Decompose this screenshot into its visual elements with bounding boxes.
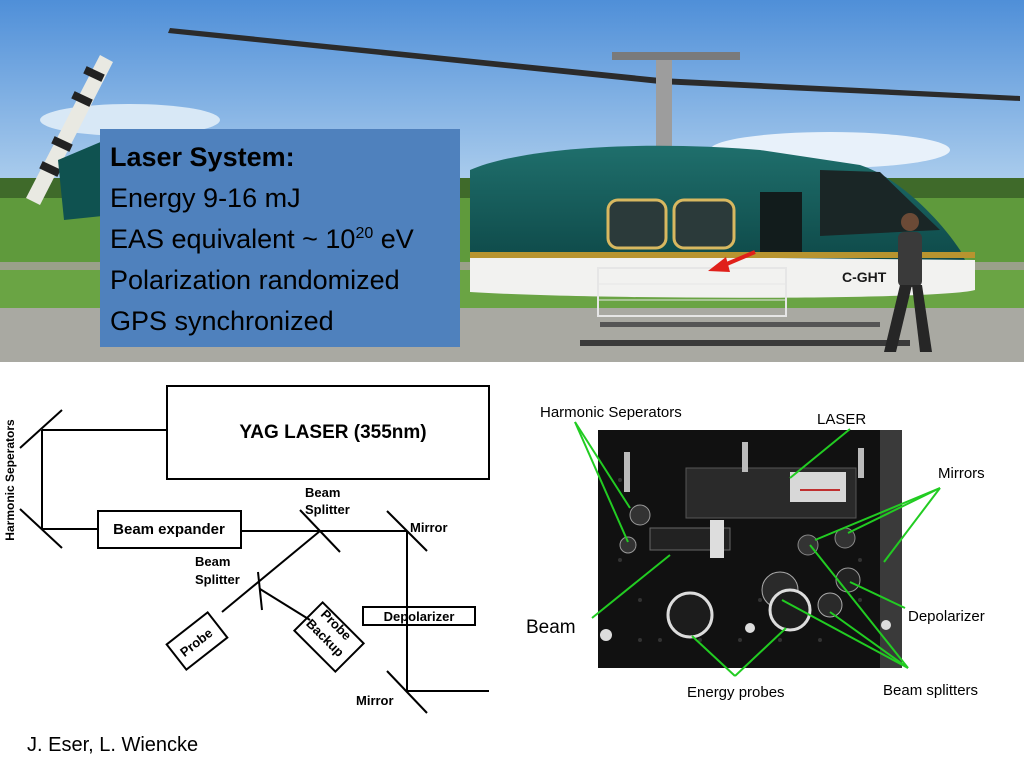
energy-probe bbox=[666, 591, 714, 639]
laser-bench-photo: Harmonic Seperators LASER Mirrors Beam D… bbox=[526, 404, 985, 701]
yag-laser-label: YAG LASER (355nm) bbox=[239, 422, 426, 443]
annotation-lines bbox=[574, 421, 941, 677]
probe-box bbox=[165, 610, 229, 672]
harmonic-separators-annotation: Harmonic Seperators bbox=[540, 404, 682, 421]
harmonic-separators-label: Harmonic Seperators bbox=[3, 419, 17, 541]
energy-probes-annotation: Energy probes bbox=[687, 684, 785, 701]
laser-system-title: Laser System: bbox=[110, 142, 295, 172]
gps-line: GPS synchronized bbox=[110, 306, 334, 336]
polarization-line: Polarization randomized bbox=[110, 265, 400, 295]
beam-splitters-annotation: Beam splitters bbox=[883, 682, 978, 699]
mirror-bottom-label: Mirror bbox=[356, 693, 394, 708]
depolarizer-box bbox=[362, 606, 476, 626]
harmonic-separator-top bbox=[19, 409, 63, 449]
helicopter-photo: C-GHT bbox=[0, 0, 1024, 362]
mirrors-annotation: Mirrors bbox=[938, 465, 985, 482]
beam-splitter-2-label-line1: Beam bbox=[195, 554, 230, 569]
beam-to-splitter-2 bbox=[221, 530, 321, 613]
screw-head bbox=[600, 629, 612, 641]
beam-expander-box bbox=[97, 510, 242, 549]
tail-rotor bbox=[26, 55, 113, 205]
main-rotor-blade bbox=[168, 28, 1020, 101]
depolarizer-optic bbox=[835, 567, 861, 593]
beam-splitter-1-label-line2: Splitter bbox=[305, 502, 350, 517]
optical-post bbox=[742, 442, 748, 472]
harmonic-separator-optic bbox=[629, 504, 651, 526]
harmonic-separator-optic bbox=[619, 536, 637, 554]
enclosure-edge bbox=[880, 430, 902, 668]
energy-line: Energy 9-16 mJ bbox=[110, 183, 301, 213]
eas-equivalent-line: EAS equivalent ~ 1020 eV bbox=[110, 219, 460, 260]
mirror-top-label: Mirror bbox=[410, 520, 448, 535]
laser-system-box: Laser System: Energy 9-16 mJ EAS equival… bbox=[100, 129, 460, 347]
eas-exponent: 20 bbox=[355, 225, 374, 242]
beam-splitter-2-label-line2: Splitter bbox=[195, 572, 240, 587]
optical-schematic: Harmonic Seperators YAG LASER (355nm) Be… bbox=[3, 385, 490, 714]
depolarizer-annotation: Depolarizer bbox=[908, 608, 985, 625]
rotor-hub bbox=[612, 52, 740, 60]
probe-backup-box bbox=[292, 600, 366, 674]
breadboard-holes bbox=[618, 478, 862, 642]
helicopter-body bbox=[470, 145, 975, 346]
eas-suffix: eV bbox=[373, 224, 414, 254]
energy-probe bbox=[768, 588, 812, 632]
screw-head bbox=[745, 623, 755, 633]
beam-annotation: Beam bbox=[526, 617, 576, 638]
eas-prefix: EAS equivalent ~ 10 bbox=[110, 224, 356, 254]
optical-post bbox=[858, 448, 864, 478]
rotor-mast bbox=[656, 58, 672, 153]
red-arrow bbox=[708, 250, 756, 272]
tail-fin bbox=[58, 138, 112, 220]
beam-expander-label: Beam expander bbox=[113, 521, 225, 538]
lens-mount bbox=[710, 520, 724, 558]
laser-label-plate bbox=[790, 472, 846, 502]
yag-laser-box bbox=[166, 385, 490, 480]
laser-annotation: LASER bbox=[817, 411, 866, 428]
screw-head bbox=[881, 620, 891, 630]
depolarizer-label: Depolarizer bbox=[384, 609, 455, 624]
registration-mark: C-GHT bbox=[842, 269, 887, 285]
optical-post bbox=[624, 452, 630, 492]
beam-to-probe-backup bbox=[259, 588, 311, 621]
beam-splitter-1-label-line1: Beam bbox=[305, 485, 340, 500]
probe-label: Probe bbox=[177, 625, 215, 660]
beam-splitter-2 bbox=[257, 571, 263, 611]
authors-credit: J. Eser, L. Wiencke bbox=[27, 734, 199, 756]
person bbox=[884, 213, 932, 352]
beam-splitter-optic bbox=[817, 592, 843, 618]
